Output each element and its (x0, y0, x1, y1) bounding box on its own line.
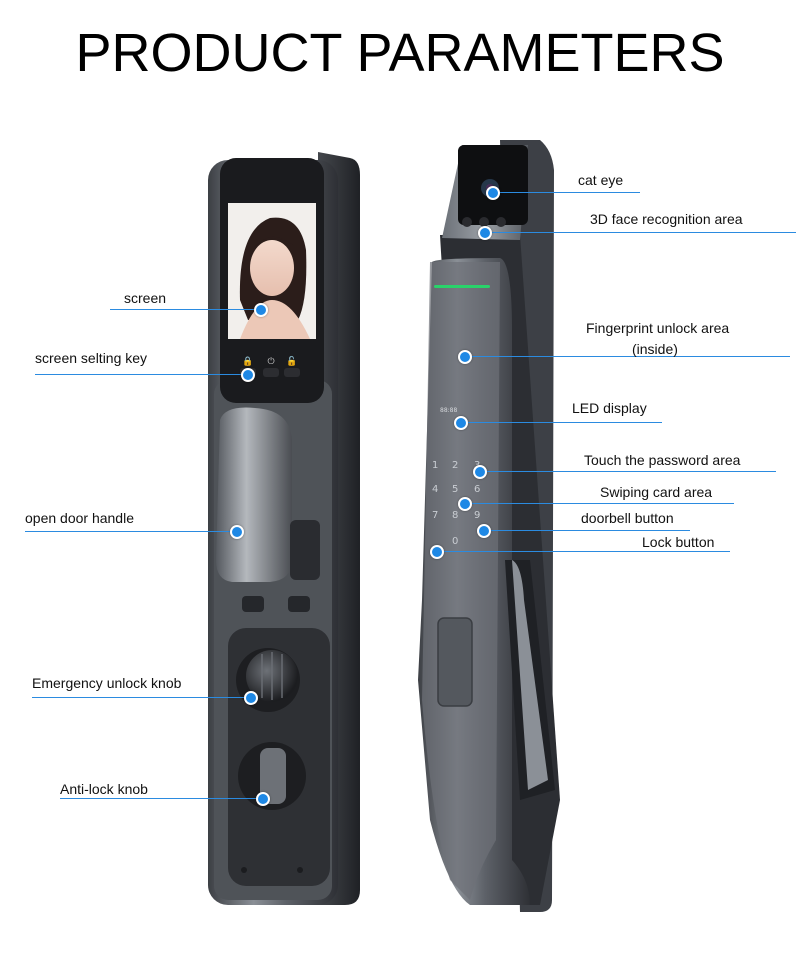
label-touch: Touch the password area (584, 452, 741, 468)
side-lock-image: 88:88 (418, 140, 560, 912)
callout-line (478, 471, 776, 472)
callout-line (490, 192, 640, 193)
callout-line (60, 798, 260, 799)
page-title: PRODUCT PARAMETERS (75, 23, 725, 83)
svg-text:⏻: ⏻ (267, 356, 274, 367)
callout-dot (458, 350, 472, 364)
label-fingerprint: Fingerprint unlock area (586, 320, 730, 336)
callout-line (462, 503, 734, 504)
label-led: LED display (572, 400, 647, 416)
callout-dot (244, 691, 258, 705)
callout-dot (241, 368, 255, 382)
keypad-key: 8 (452, 510, 458, 521)
callout-dot (430, 545, 444, 559)
callout-line (482, 530, 690, 531)
label-lock: Lock button (642, 534, 715, 550)
callout-line (110, 309, 260, 310)
label-doorbell: doorbell button (581, 510, 674, 526)
svg-text:88:88: 88:88 (440, 407, 457, 414)
callout-dot (473, 465, 487, 479)
label-face: 3D face recognition area (590, 211, 743, 227)
label-emergency: Emergency unlock knob (32, 675, 182, 691)
keypad-key: 5 (452, 484, 458, 495)
callout-dot (486, 186, 500, 200)
callout-dot (254, 303, 268, 317)
label-handle: open door handle (25, 510, 134, 526)
callout-dot (478, 226, 492, 240)
label-fingerprint-note: (inside) (632, 341, 678, 357)
callout-dot (256, 792, 270, 806)
callout-line (35, 374, 245, 375)
svg-text:🔒: 🔒 (242, 356, 253, 367)
label-screen-key: screen selting key (35, 350, 148, 366)
callout-line (434, 551, 730, 552)
callout-dot (454, 416, 468, 430)
callout-line (32, 697, 252, 698)
callout-line (25, 531, 235, 532)
label-cat-eye: cat eye (578, 172, 624, 188)
label-card: Swiping card area (600, 484, 713, 500)
callout-dot (230, 525, 244, 539)
callout-line (484, 232, 796, 233)
keypad-key: 1 (432, 460, 438, 471)
label-antilock: Anti-lock knob (60, 781, 148, 797)
callout-dot (458, 497, 472, 511)
callout-line (462, 356, 790, 357)
keypad-key: 9 (474, 510, 480, 521)
keypad-key: 6 (474, 484, 480, 495)
keypad-key: 4 (432, 484, 438, 495)
callout-dot (477, 524, 491, 538)
keypad-key: 2 (452, 460, 458, 471)
callout-line (460, 422, 662, 423)
svg-text:🔓: 🔓 (286, 355, 297, 367)
keypad-key: 0 (452, 536, 458, 547)
label-screen: screen (124, 290, 167, 306)
keypad-key: 7 (432, 510, 438, 521)
